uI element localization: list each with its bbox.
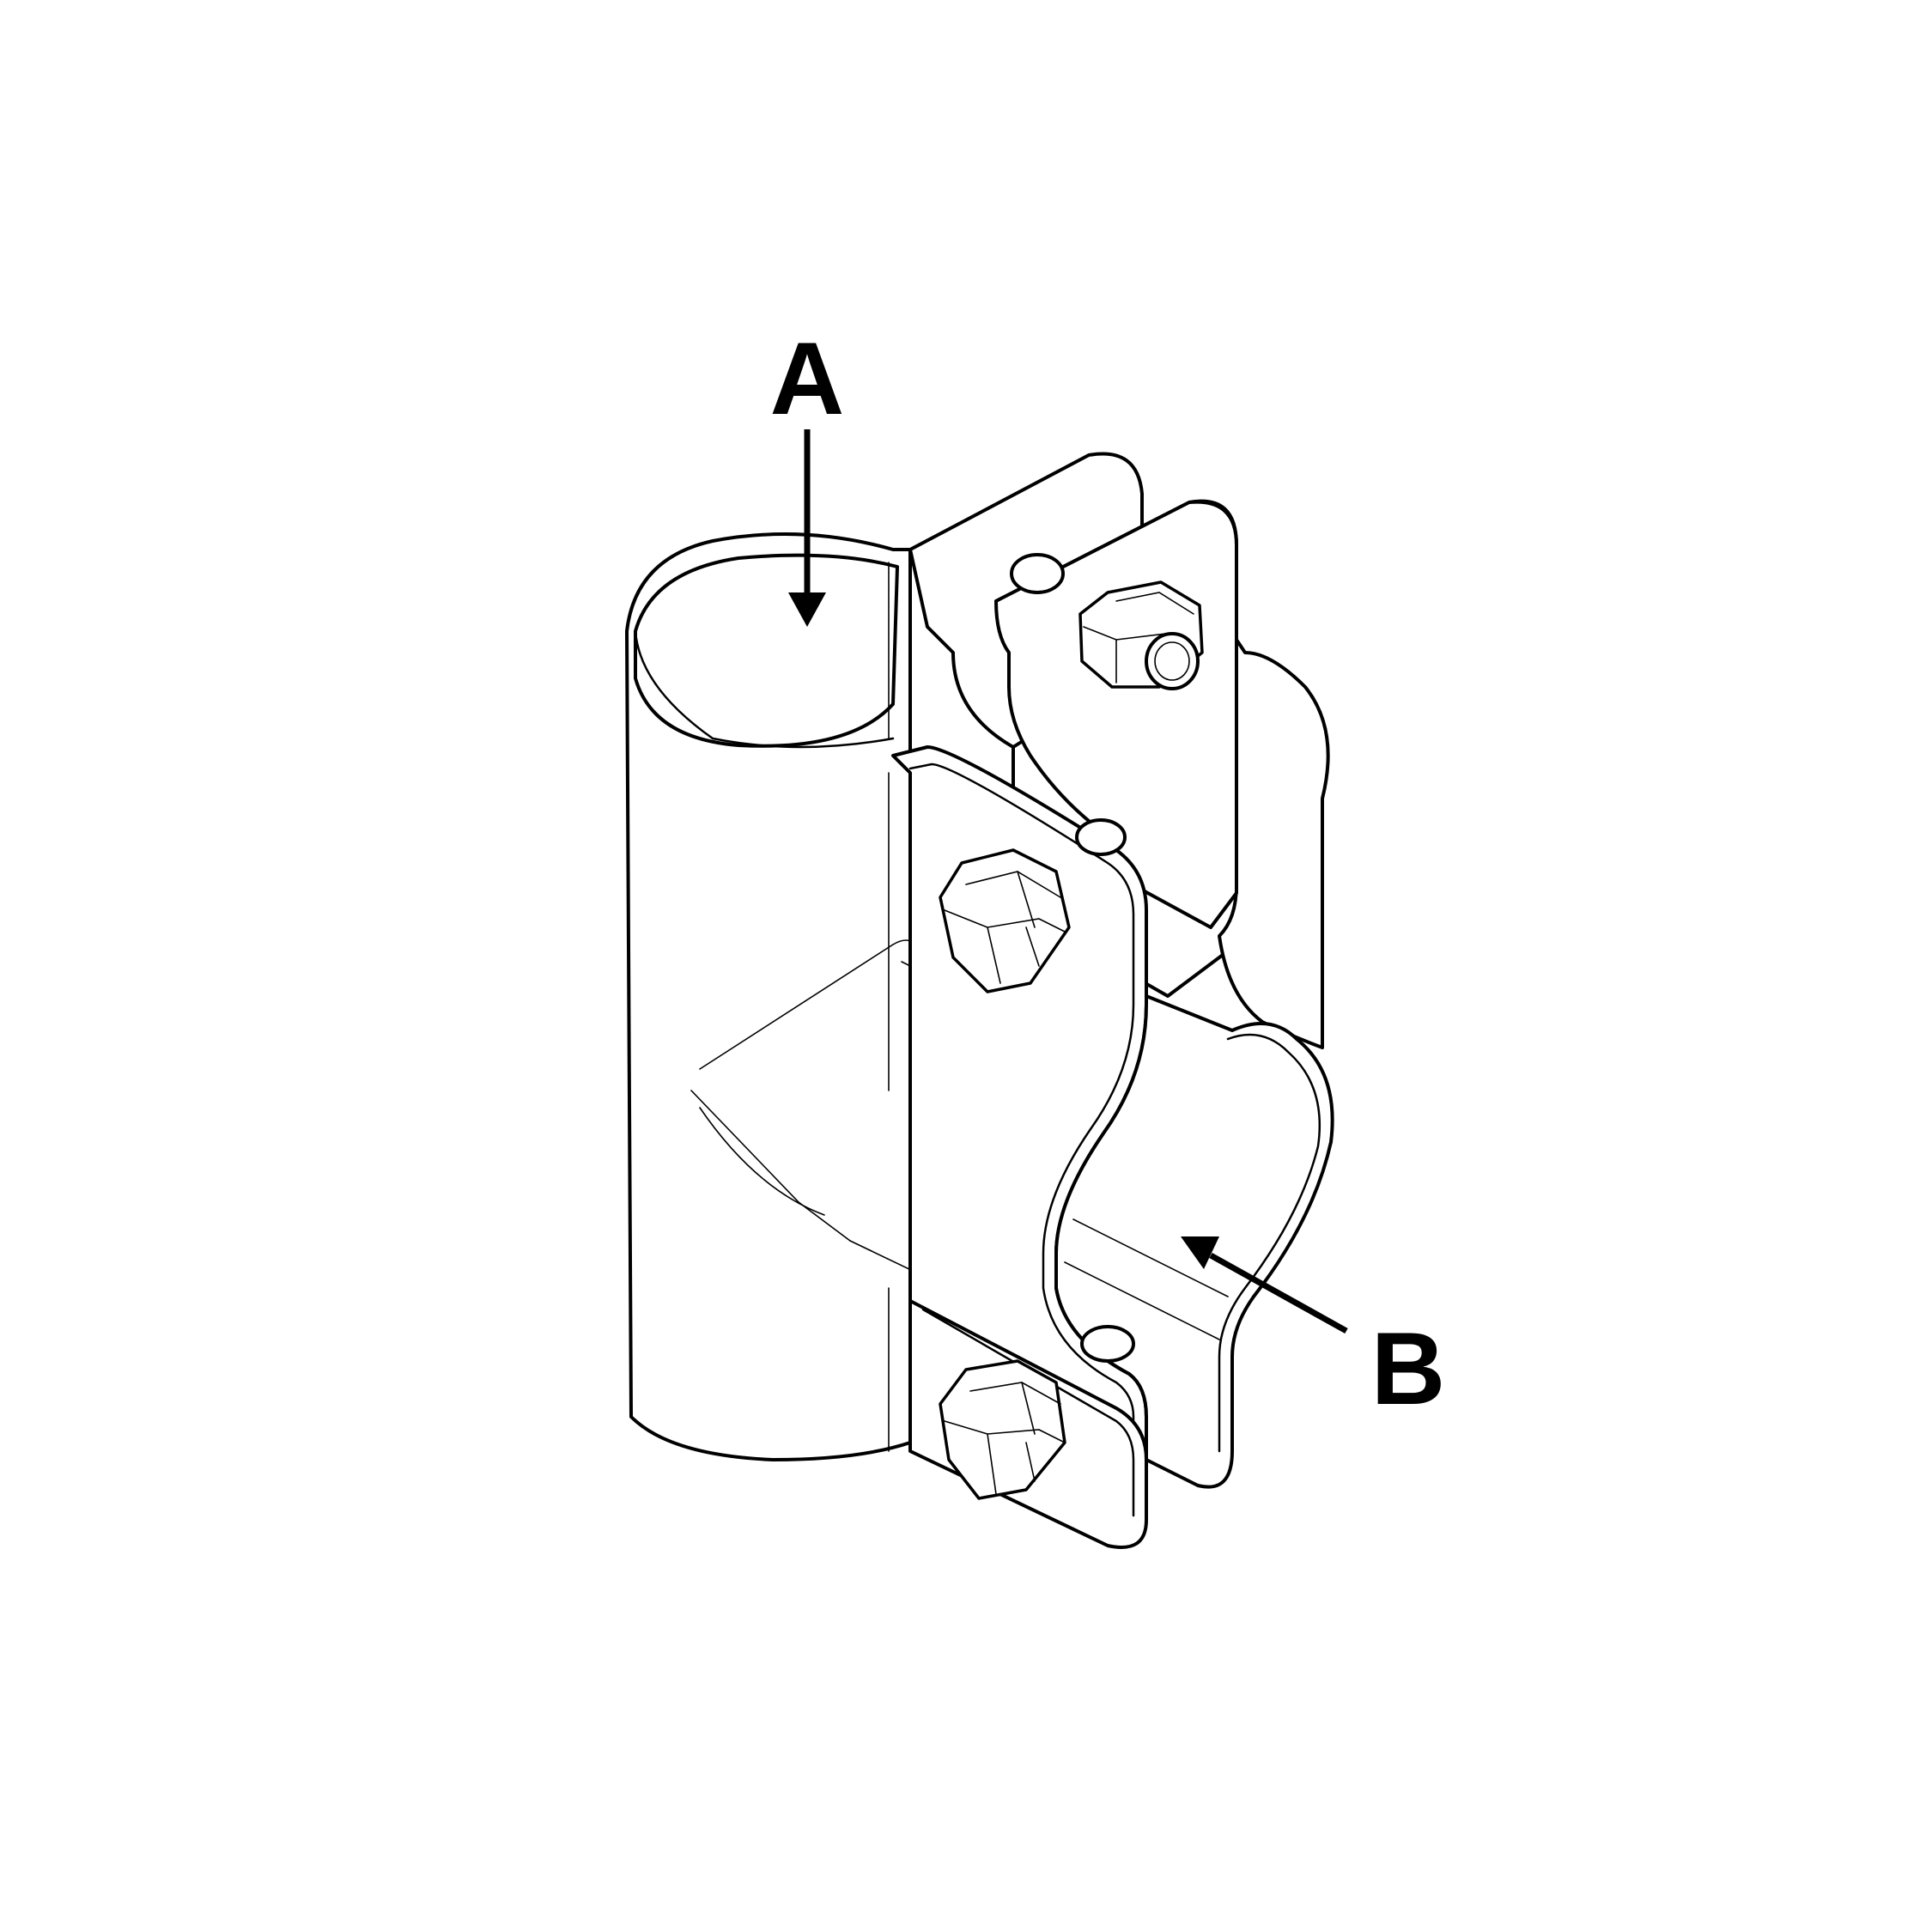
callout-b-label: B [1371, 1311, 1446, 1426]
callout-b-arrow-line [1209, 1252, 1348, 1334]
callout-b-arrowhead [1181, 1236, 1219, 1269]
callout-a: A [770, 321, 845, 627]
pipe-a [625, 532, 1100, 1461]
callout-a-arrowhead [788, 592, 826, 627]
callout-b: B [1181, 1236, 1445, 1426]
lower-nut [939, 1359, 1066, 1500]
callout-a-label: A [770, 321, 845, 436]
upper-rear-nut [1078, 580, 1204, 690]
middle-nut [939, 848, 1071, 993]
